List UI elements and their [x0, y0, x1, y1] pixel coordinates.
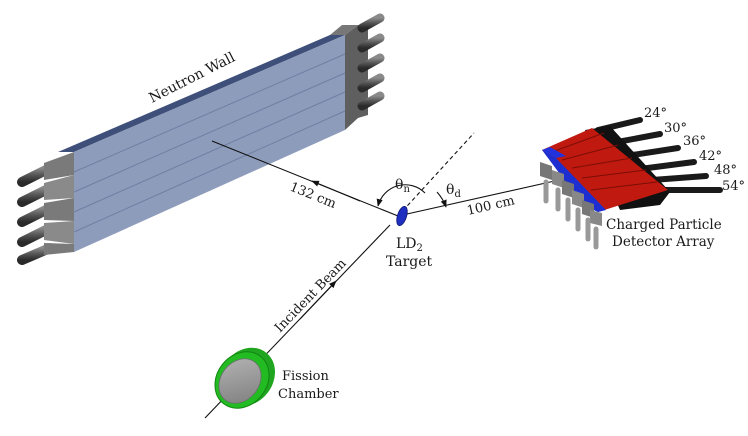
theta-d-label: θd: [446, 182, 461, 200]
neutron-wall-bar-lines: [73, 53, 346, 233]
detector-blue-faces: [542, 150, 606, 212]
detector-array-label-line2: Detector Array: [612, 234, 715, 250]
fission-chamber-label-line1: Fission: [282, 369, 330, 384]
neutron-path-line: [211, 140, 399, 217]
angle-label: 42°: [699, 149, 722, 164]
detector-array-label-line1: Charged Particle: [606, 217, 722, 233]
charged-particle-detector-array: [540, 117, 723, 250]
angle-label: 36°: [683, 134, 706, 149]
angle-label: 54°: [722, 179, 745, 194]
fission-chamber: [214, 347, 276, 409]
detector-lower-tubes: [543, 179, 599, 250]
detector-path-line: [397, 176, 569, 217]
theta-n-arc: [376, 184, 426, 207]
beam-extension-dashed: [397, 132, 475, 217]
neutron-wall-top-face: [58, 35, 345, 152]
neutron-path-arrow: [311, 180, 361, 202]
incident-beam-arrow: [299, 280, 337, 320]
detector-lower-guides: [540, 162, 602, 226]
target-label-line2: Target: [386, 254, 433, 270]
detector-angle-labels: 24° 30° 36° 42° 48° 54°: [644, 106, 745, 194]
neutron-wall-front-face: [74, 35, 345, 252]
neutron-distance-label: 132 cm: [288, 180, 339, 212]
neutron-wall-right-pmts: [357, 13, 385, 111]
angle-label: 24°: [644, 106, 667, 121]
ld2-target: [396, 205, 408, 227]
angle-label: 48°: [714, 163, 737, 178]
angle-label: 30°: [664, 121, 687, 136]
detector-distance-label: 100 cm: [466, 193, 517, 219]
theta-n-label: θn: [395, 177, 410, 195]
detector-segment-lines: [551, 132, 658, 191]
neutron-wall: [17, 13, 385, 265]
fission-chamber-label-line2: Chamber: [278, 387, 339, 402]
target-label-line1: LD2: [396, 236, 423, 254]
incident-beam-label: Incident Beam: [272, 256, 349, 335]
neutron-wall-left-guides: [44, 152, 74, 255]
theta-d-arc: [436, 191, 447, 208]
detector-red-segments: [542, 128, 668, 212]
